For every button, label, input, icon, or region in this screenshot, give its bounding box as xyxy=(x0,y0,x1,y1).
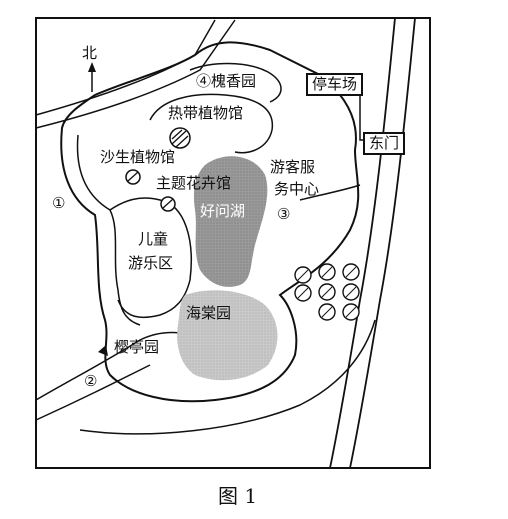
building-theme-flower-icon xyxy=(160,196,176,212)
label-yingting-garden: 樱亭园 xyxy=(114,338,160,356)
building-tropical-icon xyxy=(169,127,191,149)
label-huaixiang-garden: ④槐香园 xyxy=(196,72,257,90)
park-boundary xyxy=(60,41,360,403)
road-northwest-inner xyxy=(35,19,236,129)
label-visitor-center-line1: 游客服 xyxy=(270,158,316,176)
path-kids-area xyxy=(109,197,192,319)
label-kids-area-line1: 儿童 xyxy=(138,230,169,248)
path-inner-west xyxy=(76,134,141,326)
north-label: 北 xyxy=(82,44,98,62)
label-zone-2: ② xyxy=(84,372,98,390)
map-frame xyxy=(35,17,431,469)
path-huaixiang-loop xyxy=(189,62,282,103)
road-east-outer xyxy=(329,17,396,469)
north-arrow-icon xyxy=(88,62,96,92)
tree-cluster-icon xyxy=(294,263,360,321)
building-desert-icon xyxy=(125,169,141,185)
path-east-inner xyxy=(299,184,361,201)
figure-caption: 图 1 xyxy=(218,484,258,508)
label-kids-area-line2: 游乐区 xyxy=(128,254,174,272)
label-haowen-lake: 好问湖 xyxy=(200,202,246,220)
label-east-gate: 东门 xyxy=(363,132,406,155)
label-zone-3: ③ xyxy=(277,205,291,223)
road-northwest xyxy=(35,19,216,116)
label-tropical-plant-hall: 热带植物馆 xyxy=(168,104,244,122)
label-zone-1: ① xyxy=(52,194,66,212)
label-parking-lot: 停车场 xyxy=(306,73,364,96)
label-visitor-center-line2: 务中心 xyxy=(274,180,320,198)
pavilion-marker-icon xyxy=(98,345,108,356)
haitang-garden xyxy=(177,290,278,381)
lake-haowen xyxy=(193,156,268,287)
path-tropical-loop xyxy=(149,93,274,154)
path-south-arc xyxy=(79,319,376,435)
label-theme-flower-hall: 主题花卉馆 xyxy=(156,174,232,192)
path-southwest-2 xyxy=(35,364,151,421)
road-east-inner xyxy=(349,17,416,469)
label-desert-plant-hall: 沙生植物馆 xyxy=(100,148,176,166)
label-haitang-garden: 海棠园 xyxy=(186,304,232,322)
